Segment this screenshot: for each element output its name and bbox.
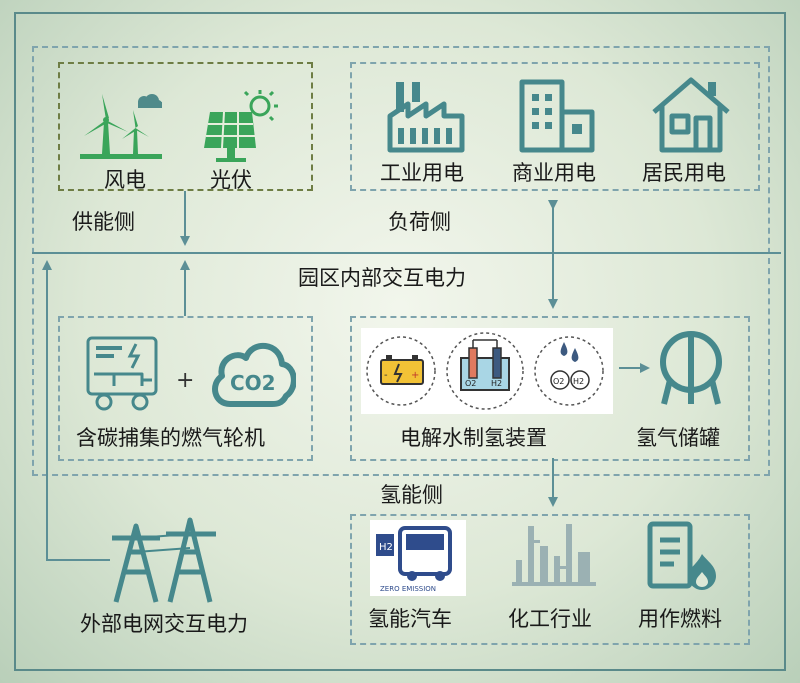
- park-power-label: 园区内部交互电力: [298, 266, 466, 290]
- commercial-building-icon: [519, 79, 595, 153]
- bus-h2-text: H2: [379, 542, 393, 553]
- vehicle-label: 氢能汽车: [368, 607, 452, 631]
- electrolysis-illustration: - + O2 H2 O2 H2: [366, 332, 604, 410]
- turbine-box: [58, 316, 313, 461]
- electrolysis-label: 电解水制氢装置: [400, 426, 547, 450]
- plus-sign: +: [176, 368, 195, 393]
- co2-text: CO2: [230, 371, 276, 395]
- outer-border: [14, 12, 786, 671]
- commercial-label: 商业用电: [512, 161, 596, 185]
- residential-label: 居民用电: [642, 161, 726, 185]
- renewable-box: [58, 62, 313, 191]
- hydrogen-side-label: 氢能侧: [380, 483, 443, 507]
- o2-text: O2: [553, 377, 564, 386]
- svg-text:O2: O2: [465, 379, 476, 388]
- factory-icon: [387, 82, 465, 153]
- h2-text: H2: [573, 377, 584, 386]
- svg-text:H2: H2: [491, 379, 502, 388]
- house-icon: [652, 77, 730, 153]
- hydrogen-bus-icon: H2 ZERO EMISSION: [376, 526, 452, 593]
- chemical-label: 化工行业: [508, 607, 592, 631]
- wind-turbine-icon: [80, 94, 162, 159]
- svg-text:+: +: [411, 370, 419, 381]
- storage-label: 氢气储罐: [636, 426, 720, 450]
- fuel-flame-icon: [647, 521, 716, 590]
- internal-power-bus: [32, 252, 781, 254]
- solar-panel-icon: [204, 90, 278, 162]
- battery-icon: - +: [380, 355, 424, 385]
- svg-text:-: -: [384, 370, 388, 381]
- chemical-plant-icon: [512, 524, 596, 586]
- electrolysis-image: - + O2 H2 O2 H2: [361, 328, 613, 414]
- hydrogen-tank-icon: [660, 331, 722, 405]
- hydrogen-bus-image: H2 ZERO EMISSION: [370, 520, 466, 596]
- load-side-label: 负荷侧: [388, 210, 451, 234]
- fuel-label: 用作燃料: [638, 607, 722, 631]
- gas-turbine-icon: [86, 336, 158, 411]
- load-box: [350, 62, 760, 191]
- co2-cloud-icon: CO2: [212, 342, 296, 407]
- gas-droplets-icon: O2 H2: [550, 342, 590, 390]
- hydrogen-production-box: [350, 316, 750, 461]
- wind-label: 风电: [104, 168, 146, 192]
- power-tower-icon: [112, 517, 216, 603]
- solar-label: 光伏: [210, 168, 252, 192]
- park-boundary: [32, 46, 770, 476]
- grid-label: 外部电网交互电力: [80, 612, 248, 636]
- electrolyzer-icon: O2 H2: [460, 339, 510, 391]
- supply-side-label: 供能侧: [72, 210, 135, 234]
- industrial-label: 工业用电: [380, 161, 464, 185]
- turbine-label: 含碳捕集的燃气轮机: [76, 426, 265, 450]
- zero-emission-text: ZERO EMISSION: [380, 585, 436, 593]
- hydrogen-use-box: [350, 514, 750, 645]
